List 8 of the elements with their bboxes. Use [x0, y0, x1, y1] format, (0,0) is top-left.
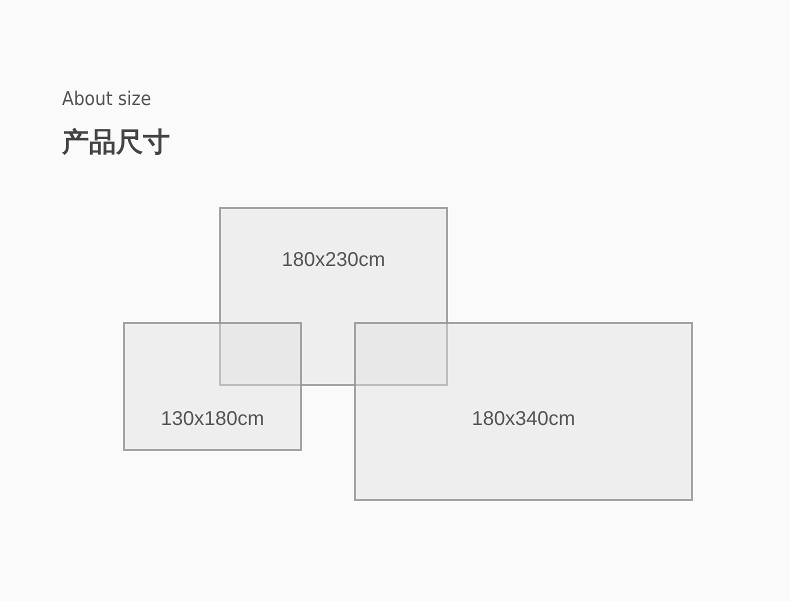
size-rectangle	[354, 322, 693, 501]
subtitle-text: About size	[62, 88, 152, 110]
size-label: 180x340cm	[472, 408, 576, 430]
title-text: 产品尺寸	[62, 126, 170, 160]
size-rectangle	[219, 207, 448, 386]
size-label: 180x230cm	[282, 249, 386, 271]
size-rectangle	[123, 322, 302, 451]
size-label: 130x180cm	[160, 408, 264, 430]
